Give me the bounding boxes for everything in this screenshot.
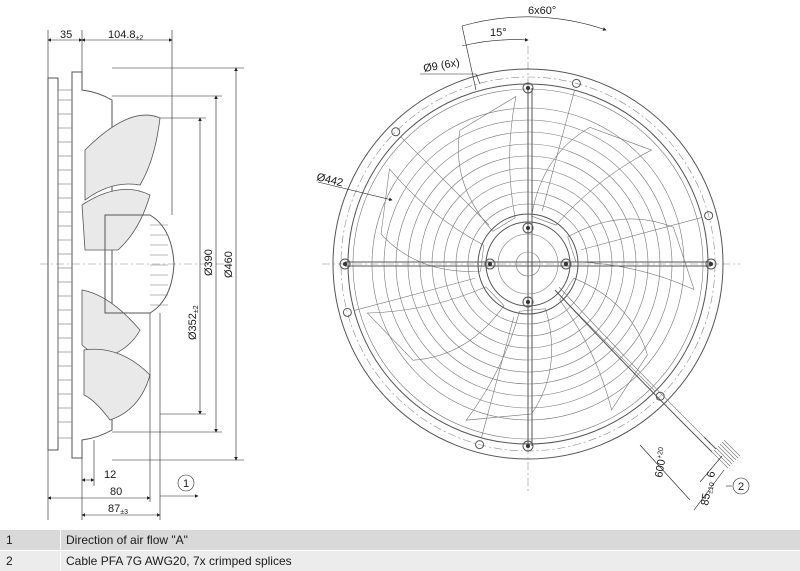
dim-80-label: 80 xyxy=(110,486,122,498)
guard-screw xyxy=(339,258,351,270)
legend-number: 2 xyxy=(0,551,61,571)
cable-wire xyxy=(713,449,731,467)
fan-blade xyxy=(531,127,653,226)
fan-blade xyxy=(465,308,553,421)
front-view: 6x60° 15° Ø9 (6x) Ø442 600+20 6 85±10 2 xyxy=(315,5,750,511)
hub-bolt-center xyxy=(526,226,530,230)
angle-15-label: 15° xyxy=(490,27,507,39)
hub-bolt-center xyxy=(564,262,568,266)
guard-spoke xyxy=(354,277,475,311)
callout-1-label: 1 xyxy=(183,478,189,490)
dim-12-label: 12 xyxy=(104,469,116,481)
cable-wire xyxy=(715,447,733,465)
mounting-hole xyxy=(342,307,352,317)
callout-2-circle xyxy=(732,477,750,495)
cable-length-label: 600+20 xyxy=(653,447,670,479)
mounting-hole xyxy=(475,440,485,450)
legend-number: 1 xyxy=(0,530,61,550)
hub-bolt xyxy=(560,258,572,270)
guard-spoke xyxy=(581,217,702,251)
strip-85-label: 85±10 xyxy=(699,481,716,507)
mounting-hole xyxy=(391,127,401,137)
fan-blade xyxy=(567,218,695,291)
dim-352-label: Ø352±2 xyxy=(187,305,200,340)
hub-bolt xyxy=(522,222,534,234)
legend-text: Cable PFA 7G AWG20, 7x crimped splices xyxy=(66,554,292,568)
cable-wire xyxy=(711,451,729,469)
dim-87-label: 87±3 xyxy=(108,503,128,516)
callout-2-label: 2 xyxy=(738,481,744,493)
guard-screw-center xyxy=(709,262,713,266)
dim-442-label: Ø442 xyxy=(315,171,344,189)
dim-35-label: 35 xyxy=(60,29,72,41)
guard-screw-center xyxy=(526,444,530,448)
strip-6-label: 6 xyxy=(705,470,718,478)
legend-table: 1 Direction of air flow "A" 2 Cable PFA … xyxy=(0,529,800,571)
hub-bolt-center xyxy=(526,300,530,304)
cable-wire xyxy=(717,445,735,463)
guard-spoke xyxy=(566,302,656,392)
legend-row-1: 1 Direction of air flow "A" xyxy=(0,529,800,550)
guard-screw xyxy=(522,82,534,94)
mounting-hole xyxy=(571,78,581,88)
angle-6x60-label: 6x60° xyxy=(528,5,556,17)
legend-text: Direction of air flow "A" xyxy=(66,533,188,547)
mounting-hole xyxy=(704,211,714,221)
guard-screw xyxy=(705,258,717,270)
dim-460-label: Ø460 xyxy=(223,251,235,278)
fan-blade xyxy=(458,95,517,232)
technical-drawing: 35 104.8±2 Ø460 Ø390 Ø352±2 12 80 87±3 1 xyxy=(40,5,750,520)
guard-spoke xyxy=(541,90,575,211)
hub-bolt xyxy=(484,258,496,270)
cable-wire xyxy=(721,441,739,459)
fan-blade xyxy=(366,286,505,361)
guard-screw-center xyxy=(343,262,347,266)
guard-spoke xyxy=(400,136,490,226)
fan-blade xyxy=(380,168,485,272)
guard-screw-center xyxy=(526,86,530,90)
side-view: 35 104.8±2 Ø460 Ø390 Ø352±2 12 80 87±3 1 xyxy=(40,29,244,520)
dim-390-label: Ø390 xyxy=(203,249,215,276)
fan-blade xyxy=(559,277,648,411)
cable-wire xyxy=(719,443,737,461)
cable-wire xyxy=(723,439,741,457)
hub-bolt-center xyxy=(488,262,492,266)
callout-1-circle xyxy=(177,474,195,492)
guard-screw xyxy=(522,440,534,452)
guard-spoke xyxy=(481,317,515,438)
hole-label: Ø9 (6x) xyxy=(422,57,460,75)
dim-104-8-label: 104.8±2 xyxy=(108,29,143,42)
legend-row-2: 2 Cable PFA 7G AWG20, 7x crimped splices xyxy=(0,550,800,571)
hub-bolt xyxy=(522,296,534,308)
